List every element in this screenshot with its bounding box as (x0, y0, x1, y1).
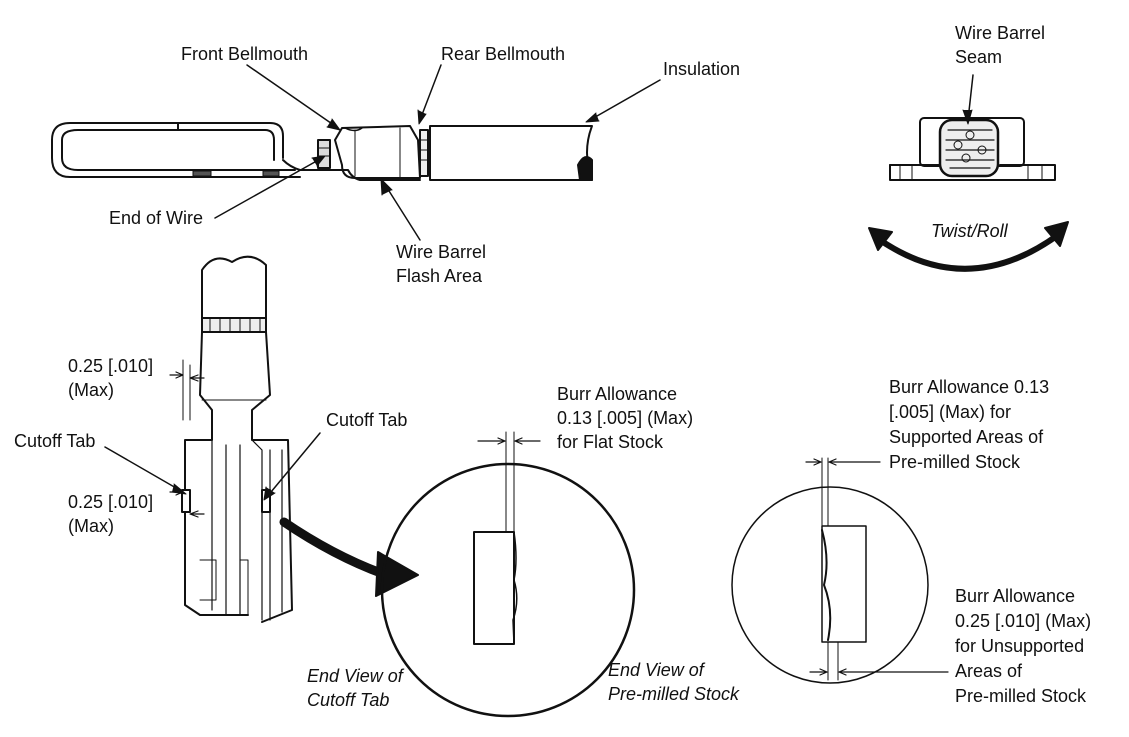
front-bellmouth-label: Front Bellmouth (181, 44, 309, 64)
dim-top-label-1: 0.25 [.010] (68, 356, 154, 376)
end-view-premilled-label-1: End View of (608, 660, 704, 680)
barrel-cross-section (868, 74, 1069, 272)
burr-supported-label-3: Supported Areas of (889, 427, 1044, 447)
rear-bellmouth-label: Rear Bellmouth (441, 44, 566, 64)
twist-roll-label: Twist/Roll (931, 221, 1008, 241)
end-view-cutoff-tab (380, 431, 636, 718)
insulation-label: Insulation (663, 59, 741, 79)
dim-top-label-2: (Max) (68, 380, 114, 400)
end-view-premilled-label-2: Pre-milled Stock (608, 684, 740, 704)
wire-barrel-flash-label-2: Flash Area (396, 266, 483, 286)
terminal-front-view (104, 255, 419, 623)
wire-barrel-seam-label-2: Seam (955, 47, 1003, 67)
end-view-cutoff-label-1: End View of (307, 666, 403, 686)
burr-flat-label-3: for Flat Stock (557, 432, 664, 452)
wire-barrel-flash-label-1: Wire Barrel (396, 242, 487, 262)
end-of-wire-label: End of Wire (109, 208, 204, 228)
burr-flat-label-1: Burr Allowance (557, 384, 678, 404)
burr-unsupported-label-2: 0.25 [.010] (Max) (955, 611, 1092, 631)
burr-supported-label-1: Burr Allowance 0.13 (889, 377, 1050, 397)
end-view-cutoff-label-2: Cutoff Tab (307, 690, 390, 710)
end-view-premilled-stock (731, 457, 949, 684)
cutoff-tab-right-label: Cutoff Tab (326, 410, 408, 430)
burr-unsupported-label-4: Areas of (955, 661, 1023, 681)
terminal-side-view (51, 64, 661, 241)
burr-supported-label-2: [.005] (Max) for (889, 402, 1012, 422)
burr-supported-label-4: Pre-milled Stock (889, 452, 1021, 472)
dim-mid-label-2: (Max) (68, 516, 114, 536)
cutoff-tab-left-label: Cutoff Tab (14, 431, 96, 451)
burr-flat-label-2: 0.13 [.005] (Max) (557, 408, 694, 428)
dim-mid-label-1: 0.25 [.010] (68, 492, 154, 512)
burr-unsupported-label-5: Pre-milled Stock (955, 686, 1087, 706)
burr-unsupported-label-1: Burr Allowance (955, 586, 1076, 606)
wire-barrel-seam-label-1: Wire Barrel (955, 23, 1046, 43)
burr-unsupported-label-3: for Unsupported (955, 636, 1085, 656)
